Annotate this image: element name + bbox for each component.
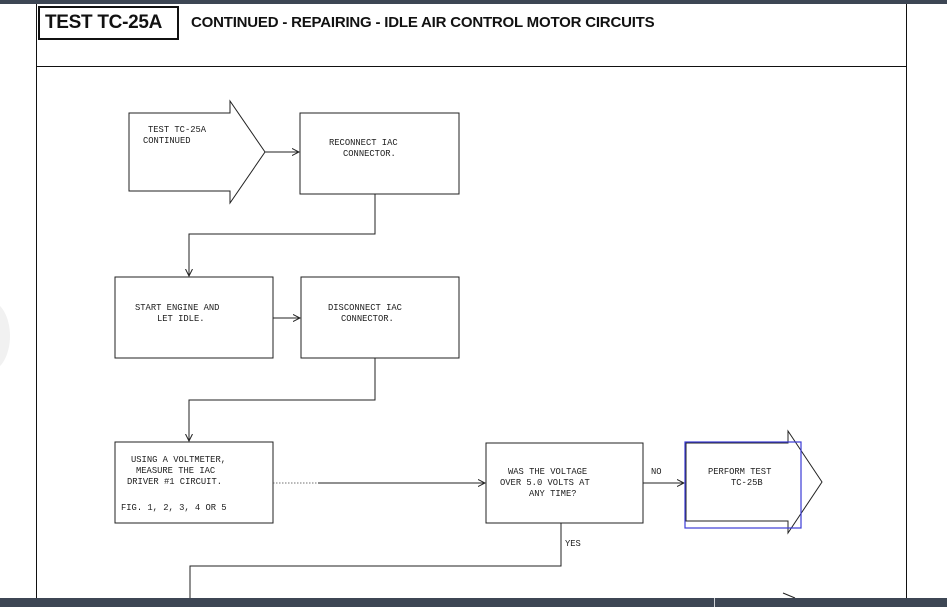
reconnect-text-1: RECONNECT IAC <box>329 138 398 148</box>
voltage-question-box <box>485 442 644 524</box>
bottom-bar-divider <box>714 598 715 607</box>
measure-text-1: USING A VOLTMETER, <box>131 455 226 465</box>
viewer-top-bar <box>0 0 947 4</box>
test-id-box: TEST TC-25A <box>38 6 179 40</box>
perform-test-text-2: TC-25B <box>731 478 763 488</box>
perform-test-arrow-shape <box>685 429 823 535</box>
start-engine-text-2: LET IDLE. <box>157 314 205 324</box>
disconnect-text-1: DISCONNECT IAC <box>328 303 402 313</box>
start-engine-step-box <box>114 276 274 359</box>
start-engine-text-1: START ENGINE AND <box>135 303 219 313</box>
disconnect-text-2: CONNECTOR. <box>341 314 394 324</box>
header-divider <box>36 66 907 67</box>
yes-branch-label: YES <box>565 539 581 549</box>
page-title: CONTINUED - REPAIRING - IDLE AIR CONTROL… <box>191 14 655 31</box>
start-arrow-shape <box>128 99 266 205</box>
reconnect-step-box <box>299 112 460 195</box>
measure-fig-ref: FIG. 1, 2, 3, 4 OR 5 <box>121 503 227 513</box>
disconnect-step-box <box>300 276 460 359</box>
perform-test-link-highlight[interactable] <box>684 441 802 529</box>
document-page <box>36 4 907 607</box>
start-text-1: TEST TC-25A <box>148 125 207 135</box>
measure-step-box <box>114 441 274 524</box>
start-text-2: CONTINUED <box>143 136 191 146</box>
question-text-1: WAS THE VOLTAGE <box>508 467 587 477</box>
question-text-2: OVER 5.0 VOLTS AT <box>500 478 590 488</box>
perform-test-text-1: PERFORM TEST <box>708 467 771 477</box>
no-branch-label: NO <box>651 467 662 477</box>
question-text-3: ANY TIME? <box>529 489 577 499</box>
measure-text-3: DRIVER #1 CIRCUIT. <box>127 477 222 487</box>
reconnect-text-2: CONNECTOR. <box>343 149 396 159</box>
scroll-shadow <box>0 300 10 372</box>
viewer-bottom-bar <box>0 598 947 607</box>
measure-text-2: MEASURE THE IAC <box>136 466 215 476</box>
